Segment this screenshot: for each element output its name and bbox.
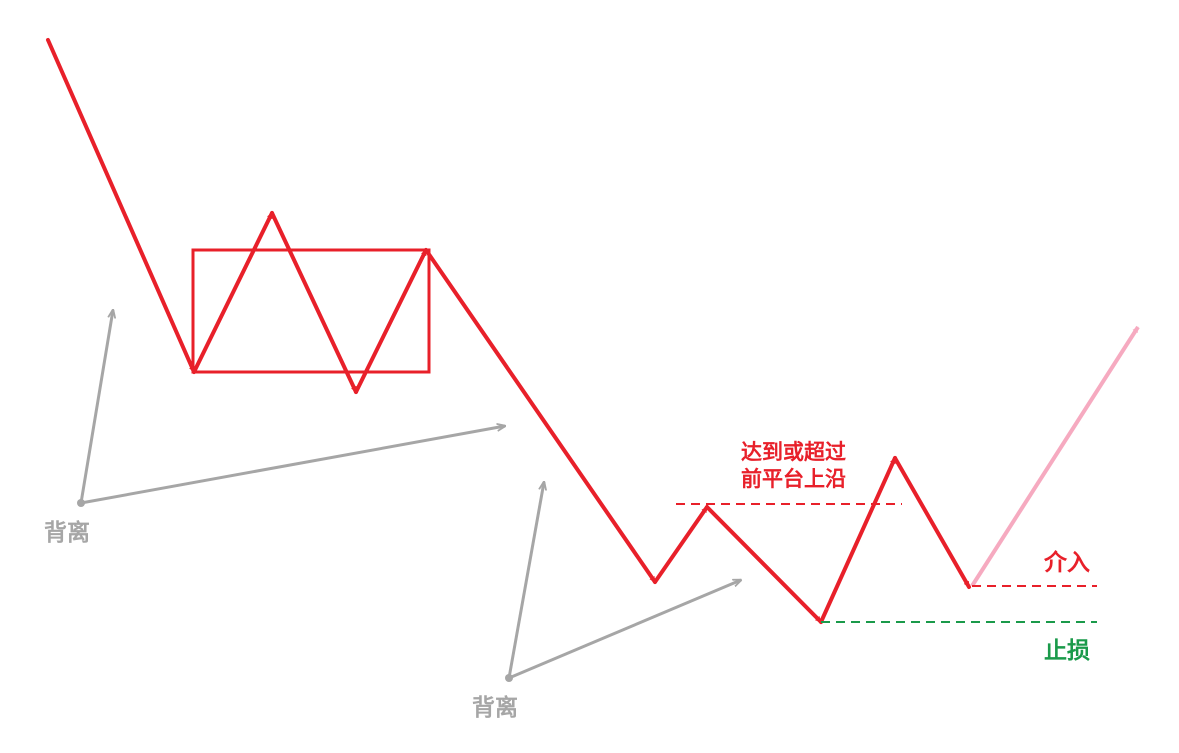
price-leg-4: [354, 248, 428, 394]
reach-label-line2: 前平台上沿: [741, 467, 846, 491]
price-leg-1: [46, 38, 196, 374]
price-leg-8: [819, 456, 897, 624]
price-leg-7: [705, 505, 823, 624]
entry-label: 介入: [1043, 550, 1090, 576]
price-leg-6: [653, 505, 709, 584]
reach-label-line1: 达到或超过: [741, 440, 846, 464]
consolidation-box: [191, 248, 431, 374]
divergence-arrow-right-left: [80, 426, 505, 505]
divergence-arrows-left: [77, 310, 505, 507]
price-leg-3: [270, 211, 358, 394]
price-leg-9: [893, 456, 971, 589]
divergence-arrows-right: [505, 482, 741, 682]
price-path: [46, 38, 971, 624]
divergence-arrow-up-right: [507, 482, 544, 679]
divergence-arrow-right-right: [508, 578, 741, 680]
price-leg-2: [192, 211, 274, 374]
projection-arrow: [970, 325, 1140, 588]
divergence-arrow-up-left: [79, 310, 113, 504]
divergence-label-right: 背离: [472, 694, 518, 721]
stop-loss-label: 止损: [1044, 638, 1090, 664]
divergence-label-left: 背离: [44, 519, 90, 546]
price-leg-5: [424, 248, 657, 584]
